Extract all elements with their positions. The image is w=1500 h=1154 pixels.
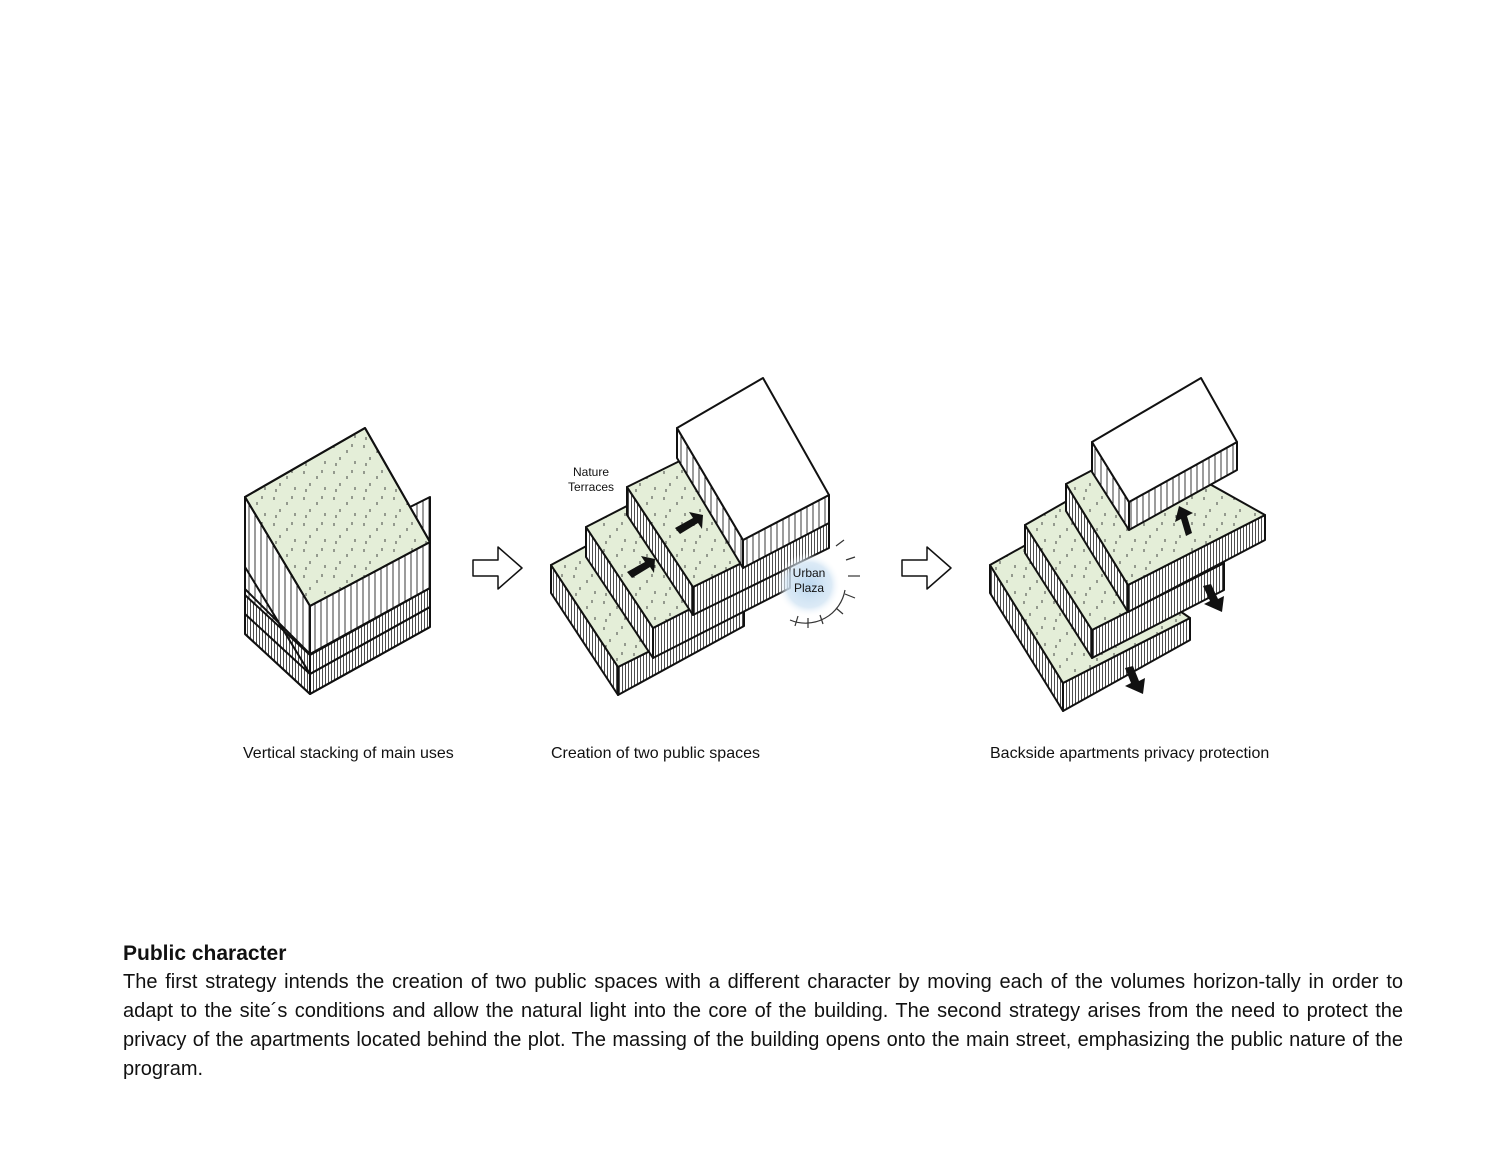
arrow-right-outline-icon bbox=[901, 546, 952, 590]
terraces-diagram bbox=[550, 377, 830, 696]
urban-plaza-label: Urban Plaza bbox=[792, 566, 826, 595]
arrow-black-icon bbox=[1125, 666, 1145, 694]
caption-privacy-protection: Backside apartments privacy protection bbox=[990, 745, 1270, 762]
stacked-volume-diagram bbox=[244, 427, 431, 695]
arrow-black-icon bbox=[627, 556, 655, 578]
arrow-right-outline-icon bbox=[472, 546, 523, 590]
arrow-black-icon bbox=[1175, 506, 1193, 536]
plaza-rays bbox=[789, 539, 860, 628]
section-body: The first strategy intends the creation … bbox=[123, 971, 1403, 1080]
arrow-black-icon bbox=[675, 512, 703, 534]
urban-plaza-marker bbox=[777, 553, 841, 617]
privacy-diagram bbox=[989, 377, 1266, 712]
section-title: Public character bbox=[123, 942, 287, 965]
description-section: Public character The first strategy inte… bbox=[123, 940, 1403, 1084]
nature-terraces-label: Nature Terraces bbox=[567, 465, 614, 494]
arrow-black-icon bbox=[1203, 584, 1224, 612]
caption-public-spaces: Creation of two public spaces bbox=[551, 745, 760, 762]
caption-vertical-stacking: Vertical stacking of main uses bbox=[243, 745, 454, 762]
